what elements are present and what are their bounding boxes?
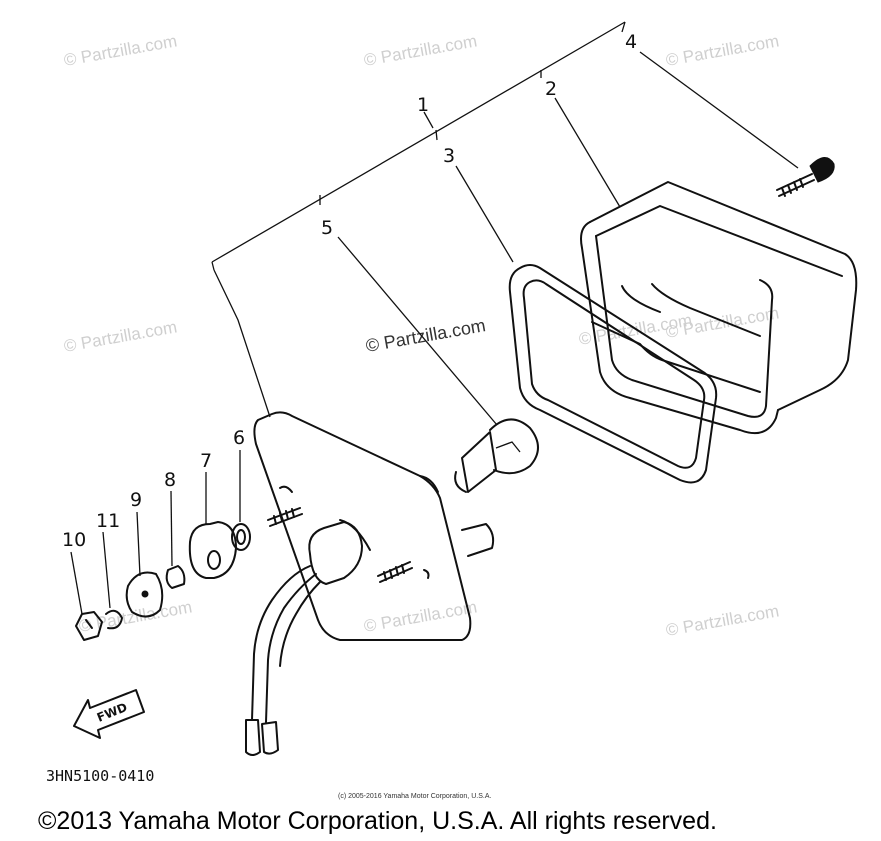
watermark: © Partzilla.com [362,31,478,70]
base-plate [245,411,495,756]
watermark: © Partzilla.com [364,315,487,356]
callout-7: 7 [200,450,212,472]
diagram-code: 3HN5100-0410 [46,767,154,785]
lamp-socket-rim [339,519,371,551]
hardware-parts [75,521,251,641]
footer-copyright: ©2013 Yamaha Motor Corporation, U.S.A. A… [38,807,717,835]
mount-stud-right [461,523,495,557]
leader-line-body [213,269,271,418]
bracket-tick [211,261,215,271]
gasket-outer [508,264,718,484]
housing-outline [589,181,858,411]
plate-washer-hole [141,590,149,598]
wire-1 [251,565,311,721]
wire-connector-1 [245,719,261,756]
washer-outer [231,523,251,551]
small-part-leaders [70,450,241,615]
housing-inner-edge [621,285,661,313]
wire-3 [279,581,321,667]
callout-layer: 1 2 3 4 5 6 7 8 9 10 11 [62,31,637,551]
callout-3: 3 [443,145,455,167]
leader-line-1 [423,111,434,129]
grommet-hole [207,550,221,570]
leader-line-3 [455,165,514,263]
watermark: © Partzilla.com [664,31,780,70]
gasket-inner [522,279,706,469]
callout-5: 5 [321,217,333,239]
watermark: © Partzilla.com [664,601,780,640]
leader-9 [136,511,141,577]
bolt-left [267,507,303,527]
bulb-contact [454,471,467,493]
bracket-tick [621,21,626,33]
bulb-filament [495,441,521,453]
bracket-line [211,21,626,263]
callout-1: 1 [417,94,429,116]
leader-line-4 [639,51,799,169]
plate-washer-part-9 [125,571,164,618]
screw-thread [781,178,804,197]
washer-part-6 [231,523,251,551]
callout-6: 6 [233,427,245,449]
assembly-bracket [211,21,626,271]
housing-rim-outer [580,221,779,434]
leader-line-2 [554,97,621,208]
screw-part-4 [776,157,835,197]
callout-4: 4 [625,31,637,53]
housing-part-2 [580,181,858,434]
lamp-socket [308,521,363,585]
plate-washer-body [125,571,164,618]
spring-washer-part-11 [105,609,123,630]
bracket-tick [435,129,438,141]
gasket-part-3 [508,264,718,484]
callout-8: 8 [164,469,176,491]
leader-line-5 [337,236,498,426]
nut-facet [85,619,93,629]
spring-washer-body [105,609,123,630]
bulb-glass [489,418,539,475]
base-plate-outline [253,411,472,641]
wire-connector-2 [261,721,279,755]
grommet-part-7 [188,521,237,579]
bulb-base [461,431,497,493]
bulb-part-5 [454,418,539,493]
bolt-left-thread [273,508,295,525]
washer-inner [236,529,246,545]
collar-body [165,565,186,589]
leader-8 [170,490,173,567]
callout-2: 2 [545,78,557,100]
leader-10 [70,551,83,615]
fwd-arrow-outline [73,689,145,739]
callout-11: 11 [96,510,120,532]
callout-9: 9 [130,489,142,511]
housing-rim-inner-2 [595,235,774,418]
base-plate-edge [419,475,439,493]
watermark: © Partzilla.com [77,597,193,636]
bolt-right-thread [383,564,405,581]
hole-mark [279,485,293,493]
leader-11 [102,531,111,609]
screw-head [809,157,835,183]
grommet-body [188,521,237,579]
small-copyright: (c) 2005-2016 Yamaha Motor Corporation, … [338,793,491,800]
watermark: © Partzilla.com [62,31,178,70]
leader-lines [213,51,799,426]
watermark: © Partzilla.com [62,317,178,356]
housing-inner-fold [651,283,761,337]
wire-2 [265,573,317,723]
watermark: © Partzilla.com [362,597,478,636]
collar-part-8 [165,565,186,589]
fwd-arrow-icon: FWD [73,689,145,739]
hole-mark [423,569,430,579]
callout-10: 10 [62,529,86,551]
housing-rim-inner [595,205,843,277]
